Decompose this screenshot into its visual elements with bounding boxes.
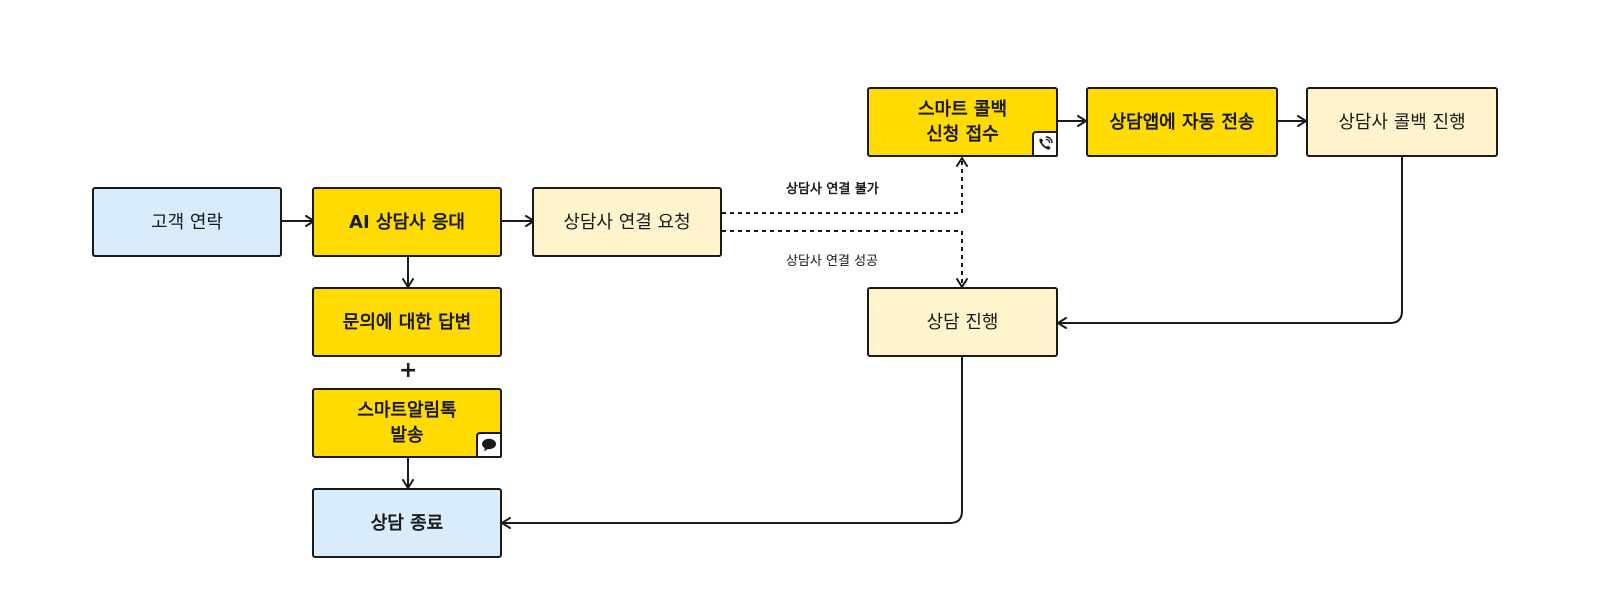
node-label: 상담 종료 <box>370 512 444 534</box>
node-label: 고객 연락 <box>151 211 223 233</box>
node-label: 스마트 콜백 신청 접수 <box>917 99 1008 145</box>
node-label: 문의에 대한 답변 <box>342 311 472 333</box>
node-connect-request: 상담사 연결 요청 <box>532 187 722 257</box>
node-smart-callback: 스마트 콜백 신청 접수 <box>867 87 1058 157</box>
edge-agentcallback-to-progress <box>1057 157 1403 329</box>
node-smart-alimtalk: 스마트알림톡 발송 <box>312 388 502 458</box>
edge-label-connect-success: 상담사 연결 성공 <box>786 254 878 269</box>
node-label: AI 상담사 응대 <box>349 211 465 233</box>
edge-connect-fail <box>722 157 968 214</box>
edge-connect-success <box>722 230 968 288</box>
node-inquiry-answer: 문의에 대한 답변 <box>312 287 502 357</box>
plus-symbol: + <box>399 358 418 383</box>
chat-bubble-icon <box>476 432 502 458</box>
node-label: 스마트알림톡 발송 <box>357 400 457 446</box>
phone-icon <box>1032 131 1058 157</box>
node-agent-callback: 상담사 콜백 진행 <box>1306 87 1498 157</box>
node-label: 상담앱에 자동 전송 <box>1109 111 1255 133</box>
edge-progress-to-end <box>501 357 963 529</box>
node-consult-end: 상담 종료 <box>312 488 502 558</box>
node-consult-progress: 상담 진행 <box>867 287 1058 357</box>
node-label: 상담사 콜백 진행 <box>1338 111 1466 133</box>
node-auto-send: 상담앱에 자동 전송 <box>1086 87 1278 157</box>
node-label: 상담 진행 <box>926 311 999 333</box>
node-ai-agent: AI 상담사 응대 <box>312 187 502 257</box>
node-label: 상담사 연결 요청 <box>563 211 691 233</box>
node-customer-contact: 고객 연락 <box>92 187 282 257</box>
edge-label-connect-fail: 상담사 연결 불가 <box>786 182 879 197</box>
